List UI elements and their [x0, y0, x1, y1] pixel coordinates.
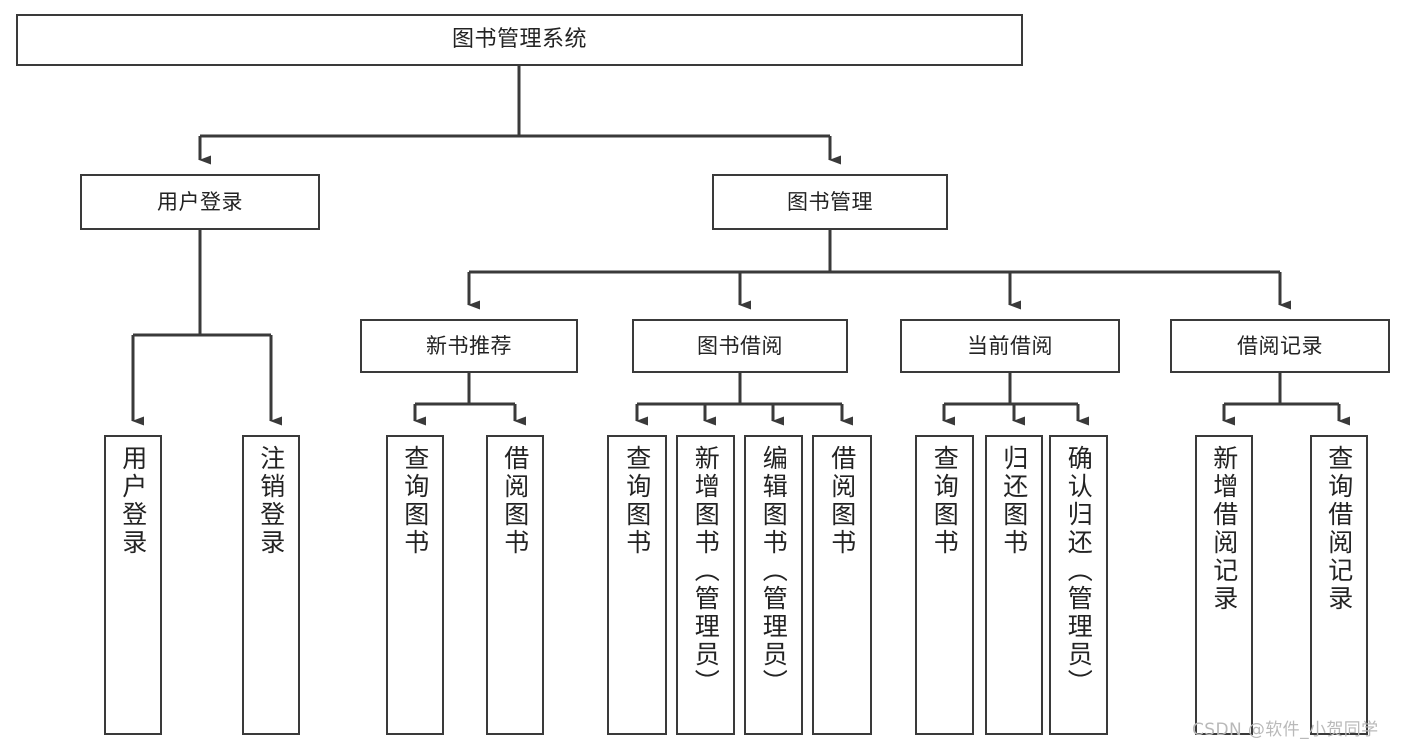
node-leaf-edit-book-label: 编辑图书（管理员）: [759, 445, 789, 697]
node-leaf-query-book-cur-label: 查询图书: [930, 445, 960, 557]
node-leaf-query-book-rec[interactable]: 查询图书: [386, 435, 444, 735]
node-leaf-add-book[interactable]: 新增图书（管理员）: [676, 435, 735, 735]
node-leaf-borrow-book-rec-label: 借阅图书: [500, 445, 530, 557]
node-leaf-user-login-label: 用户登录: [118, 445, 148, 557]
watermark: CSDN @软件_小贺同学: [1192, 720, 1379, 740]
node-leaf-add-record[interactable]: 新增借阅记录: [1195, 435, 1253, 735]
node-book-borrow[interactable]: 图书借阅: [632, 319, 848, 373]
node-leaf-query-record-label: 查询借阅记录: [1324, 445, 1354, 613]
node-leaf-query-record[interactable]: 查询借阅记录: [1310, 435, 1368, 735]
node-book-borrow-label: 图书借阅: [697, 333, 783, 358]
node-leaf-confirm-return[interactable]: 确认归还（管理员）: [1049, 435, 1108, 735]
node-leaf-add-record-label: 新增借阅记录: [1209, 445, 1239, 613]
node-root[interactable]: 图书管理系统: [16, 14, 1023, 66]
node-leaf-user-login[interactable]: 用户登录: [104, 435, 162, 735]
node-leaf-query-book-cur[interactable]: 查询图书: [915, 435, 974, 735]
node-leaf-query-book[interactable]: 查询图书: [607, 435, 667, 735]
node-leaf-query-book-rec-label: 查询图书: [400, 445, 430, 557]
node-root-label: 图书管理系统: [451, 27, 587, 53]
node-leaf-confirm-return-label: 确认归还（管理员）: [1064, 445, 1094, 697]
node-user-login-label: 用户登录: [157, 189, 243, 214]
node-book-manage-label: 图书管理: [787, 189, 873, 214]
node-current-borrow[interactable]: 当前借阅: [900, 319, 1120, 373]
node-new-book-rec-label: 新书推荐: [426, 333, 512, 358]
node-borrow-record[interactable]: 借阅记录: [1170, 319, 1390, 373]
node-book-manage[interactable]: 图书管理: [712, 174, 948, 230]
node-leaf-edit-book[interactable]: 编辑图书（管理员）: [744, 435, 803, 735]
node-leaf-user-logout[interactable]: 注销登录: [242, 435, 300, 735]
node-new-book-rec[interactable]: 新书推荐: [360, 319, 578, 373]
node-leaf-return-book[interactable]: 归还图书: [985, 435, 1043, 735]
node-leaf-add-book-label: 新增图书（管理员）: [691, 445, 721, 697]
node-user-login[interactable]: 用户登录: [80, 174, 320, 230]
node-leaf-query-book-label: 查询图书: [622, 445, 652, 557]
node-leaf-borrow-book-label: 借阅图书: [827, 445, 857, 557]
node-borrow-record-label: 借阅记录: [1237, 333, 1323, 358]
node-leaf-borrow-book-rec[interactable]: 借阅图书: [486, 435, 544, 735]
node-leaf-borrow-book[interactable]: 借阅图书: [812, 435, 872, 735]
node-leaf-user-logout-label: 注销登录: [256, 445, 286, 557]
node-leaf-return-book-label: 归还图书: [999, 445, 1029, 557]
node-current-borrow-label: 当前借阅: [967, 333, 1053, 358]
